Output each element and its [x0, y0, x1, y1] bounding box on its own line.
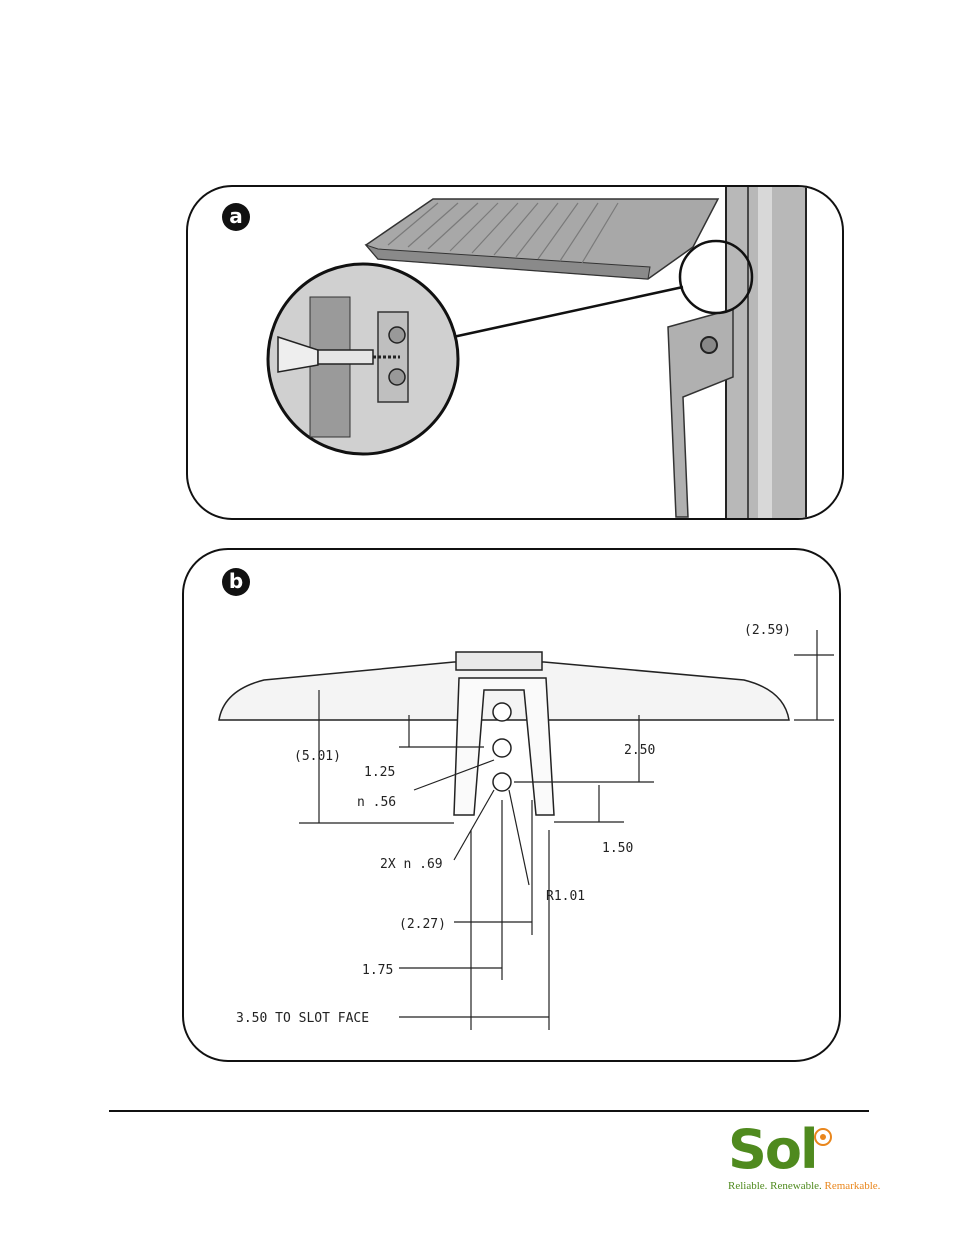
- dim-bracket-depth: (5.01): [294, 749, 341, 764]
- figure-panel-b: b (2.59) 2.50 1.25 (5.01) n .: [182, 548, 841, 1062]
- logo-tagline-accent: Remarkable.: [825, 1180, 881, 1192]
- dimension-drawing: (2.59) 2.50 1.25 (5.01) n .56 1.50 2X n …: [184, 550, 841, 1062]
- dim-holes: 2X n .69: [380, 857, 443, 872]
- dim-height-total: (2.59): [744, 623, 791, 638]
- logo-tagline-main: Reliable. Renewable.: [728, 1180, 825, 1192]
- dim-slot-face: 3.50 TO SLOT FACE: [236, 1011, 369, 1026]
- sol-logo: Sol ® Reliable. Renewable. Remarkable.: [728, 1124, 868, 1194]
- logo-wordmark: Sol: [728, 1120, 817, 1180]
- dim-arm-to-hole: 2.50: [624, 743, 655, 758]
- dim-offset: (2.27): [399, 917, 446, 932]
- figure-panel-a: a: [186, 185, 844, 520]
- logo-tagline: Reliable. Renewable. Remarkable.: [728, 1180, 880, 1192]
- dim-radius: R1.01: [546, 889, 585, 904]
- sun-icon: [814, 1128, 832, 1146]
- dim-bottom-gap: 1.50: [602, 841, 633, 856]
- footer-rule: [109, 1110, 869, 1112]
- dim-small-hole: n .56: [357, 795, 396, 810]
- dim-center: 1.75: [362, 963, 393, 978]
- dim-hole-spacing: 1.25: [364, 765, 395, 780]
- logo-registered-mark: ®: [806, 1128, 814, 1137]
- drilling-illustration: [188, 187, 844, 520]
